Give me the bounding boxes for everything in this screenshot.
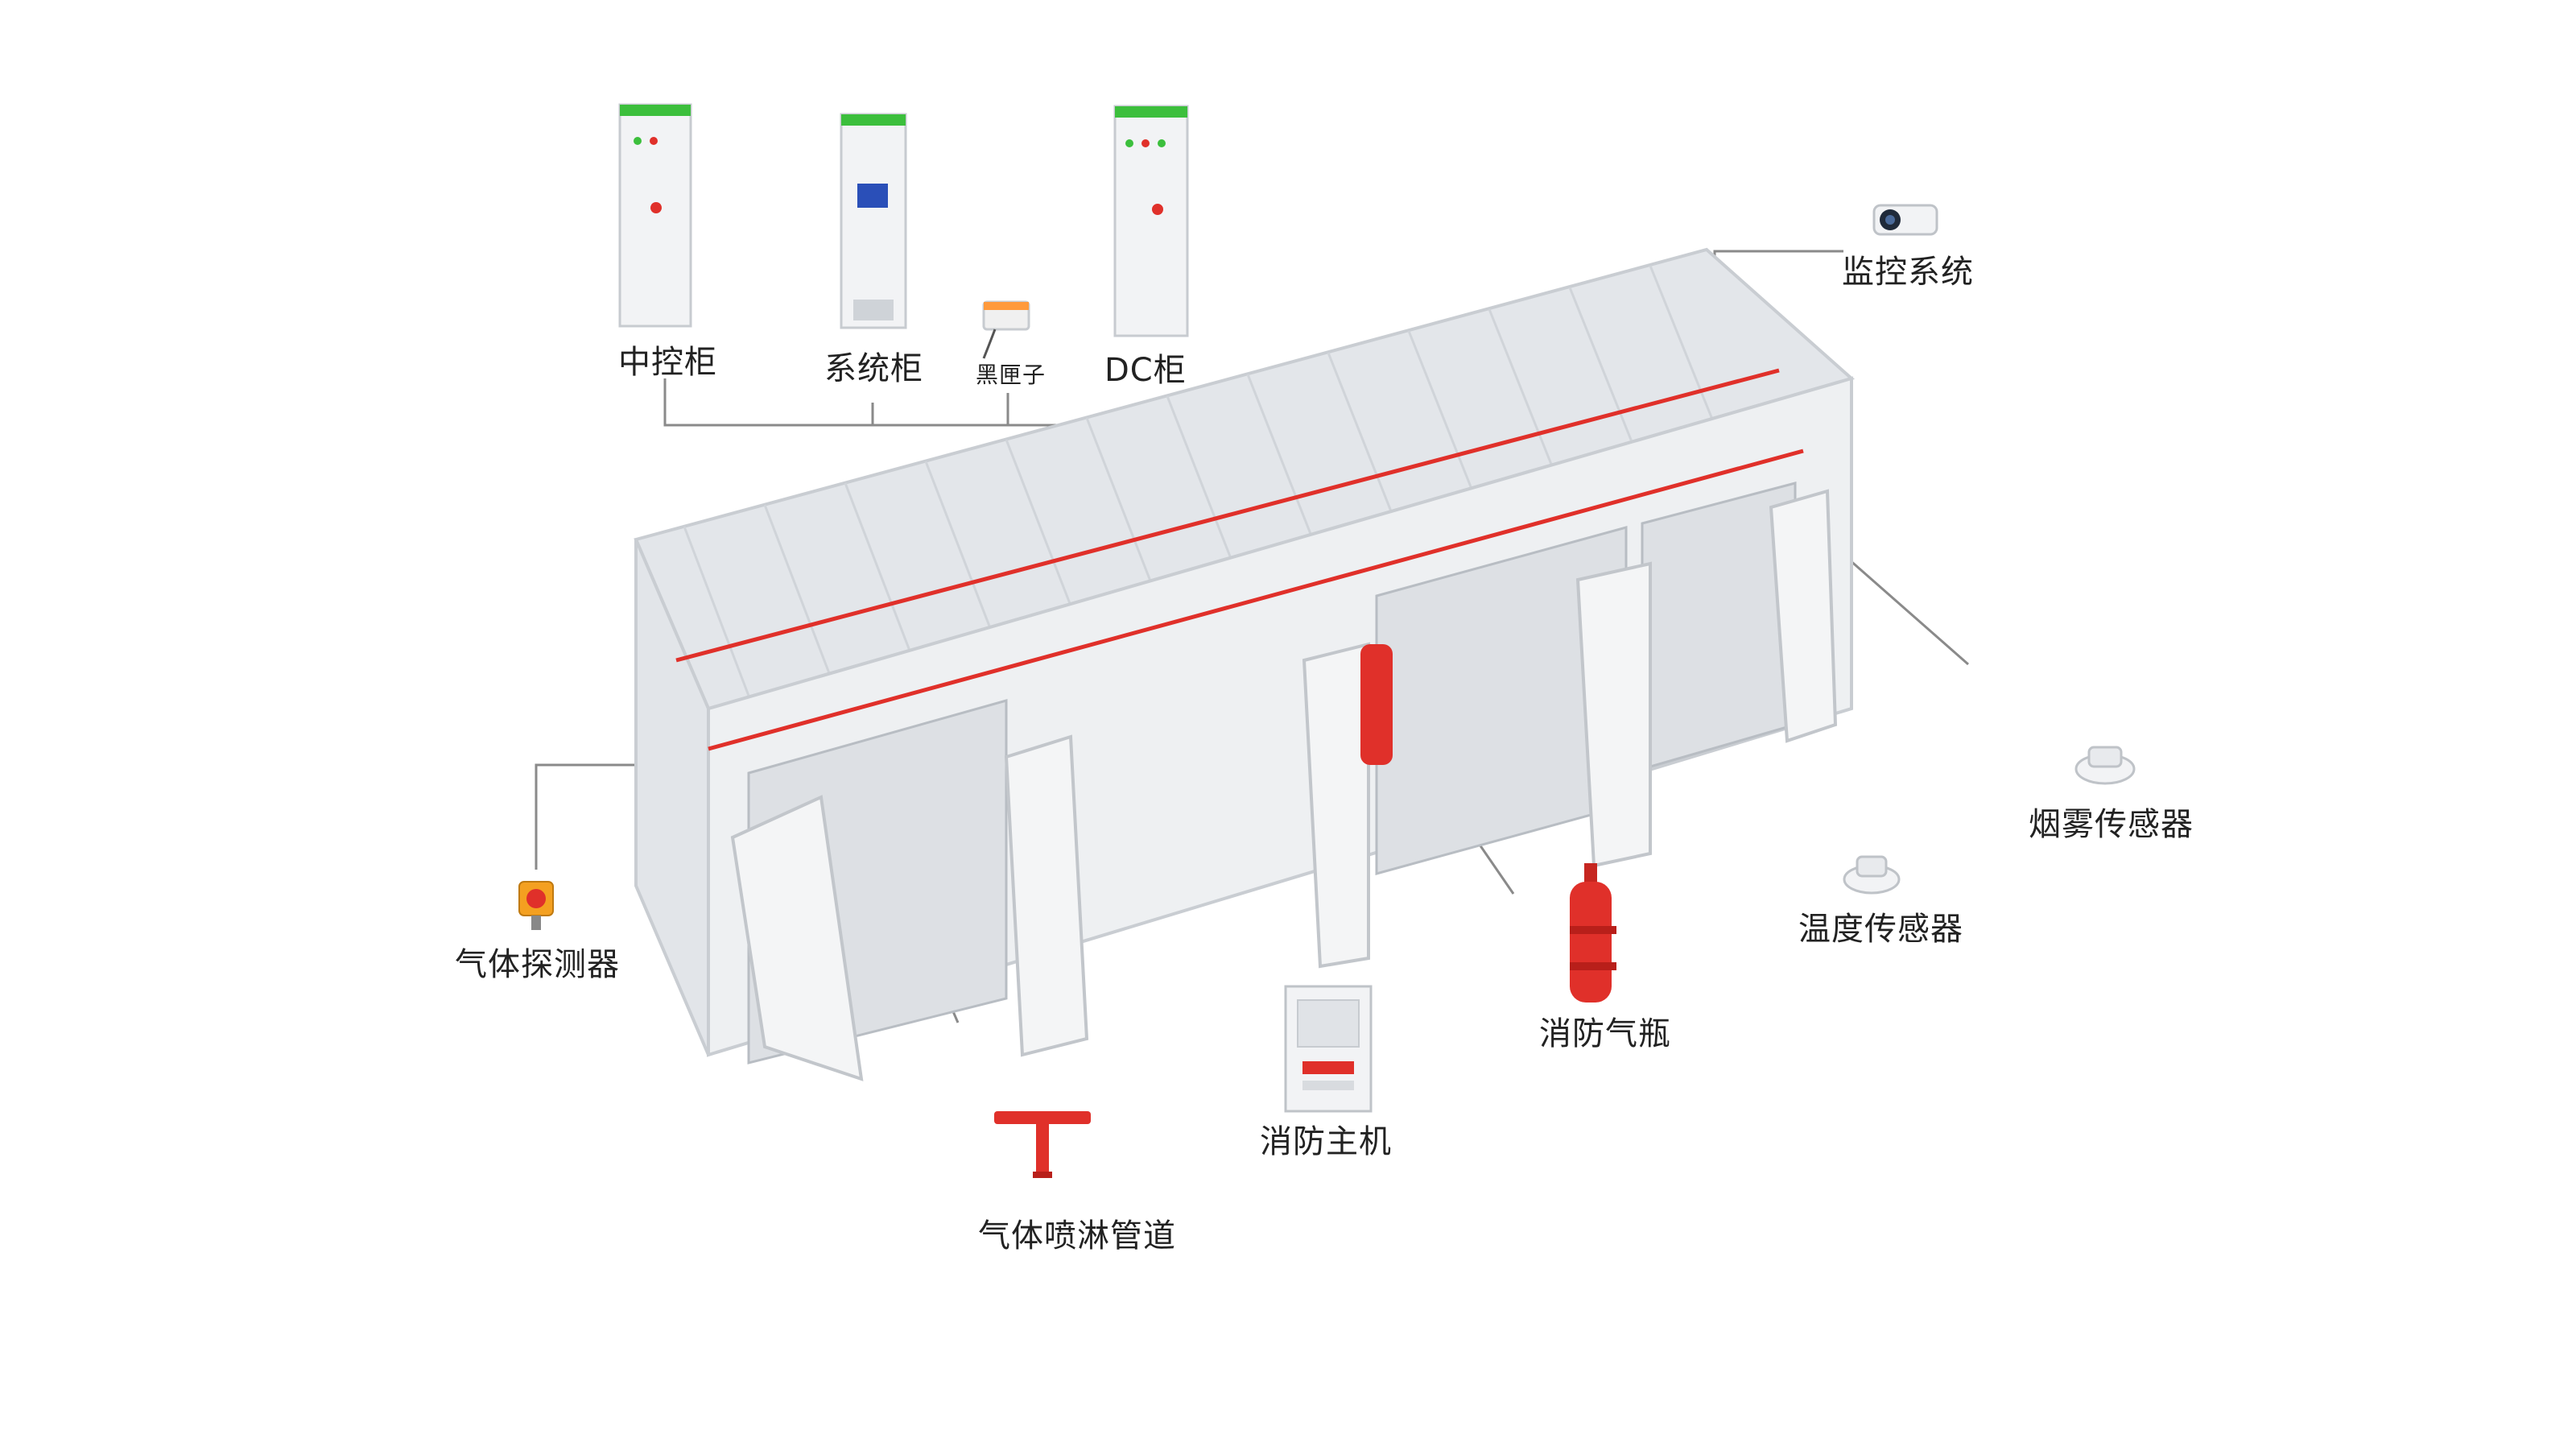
internal-fire-pipes — [675, 368, 1804, 751]
fire-gas-cylinder-icon — [1570, 863, 1616, 1002]
door-5[interactable] — [1769, 489, 1838, 743]
fire-host-label: 消防主机 — [1260, 1123, 1392, 1160]
gas-detector-icon — [518, 881, 554, 930]
temperature-sensor-label: 温度传感器 — [1798, 911, 1963, 948]
roof-ribs — [683, 265, 1716, 697]
door-1[interactable] — [730, 795, 864, 1081]
dc-cabinet-label: DC柜 — [1104, 352, 1187, 389]
gas-detector-label: 气体探测器 — [455, 946, 620, 983]
container-body — [634, 247, 1856, 1081]
fire-cylinder-label: 消防气瓶 — [1539, 1015, 1671, 1052]
system-cabinet-label: 系统柜 — [824, 350, 923, 387]
system-cabinet-icon — [840, 113, 907, 329]
smoke-sensor-leader-line — [1835, 546, 1969, 666]
door-4[interactable] — [1575, 561, 1652, 868]
black-box-label: 黑匣子 — [976, 362, 1046, 388]
smoke-sensor-icon — [2074, 746, 2136, 785]
fire-control-host-icon — [1284, 985, 1373, 1113]
container-doors[interactable] — [730, 489, 1838, 1081]
dc-cabinet-icon — [1113, 105, 1189, 337]
gas-sprinkler-pipe-icon — [994, 1111, 1091, 1178]
control-cabinet-label: 中控柜 — [618, 344, 717, 381]
surveillance-label: 监控系统 — [1842, 254, 1974, 291]
control-cabinet-icon — [618, 103, 692, 328]
door-3[interactable] — [1302, 642, 1370, 969]
temperature-sensor-icon — [1843, 855, 1901, 895]
sprinkler-pipe-label: 气体喷淋管道 — [978, 1217, 1176, 1255]
container-end-face — [634, 539, 710, 1056]
smoke-sensor-label: 烟雾传感器 — [2029, 806, 2194, 843]
surveillance-camera-icon — [1872, 204, 1938, 236]
internal-cylinder — [1360, 644, 1393, 765]
black-box-icon — [982, 300, 1030, 359]
door-2[interactable] — [1004, 734, 1089, 1057]
